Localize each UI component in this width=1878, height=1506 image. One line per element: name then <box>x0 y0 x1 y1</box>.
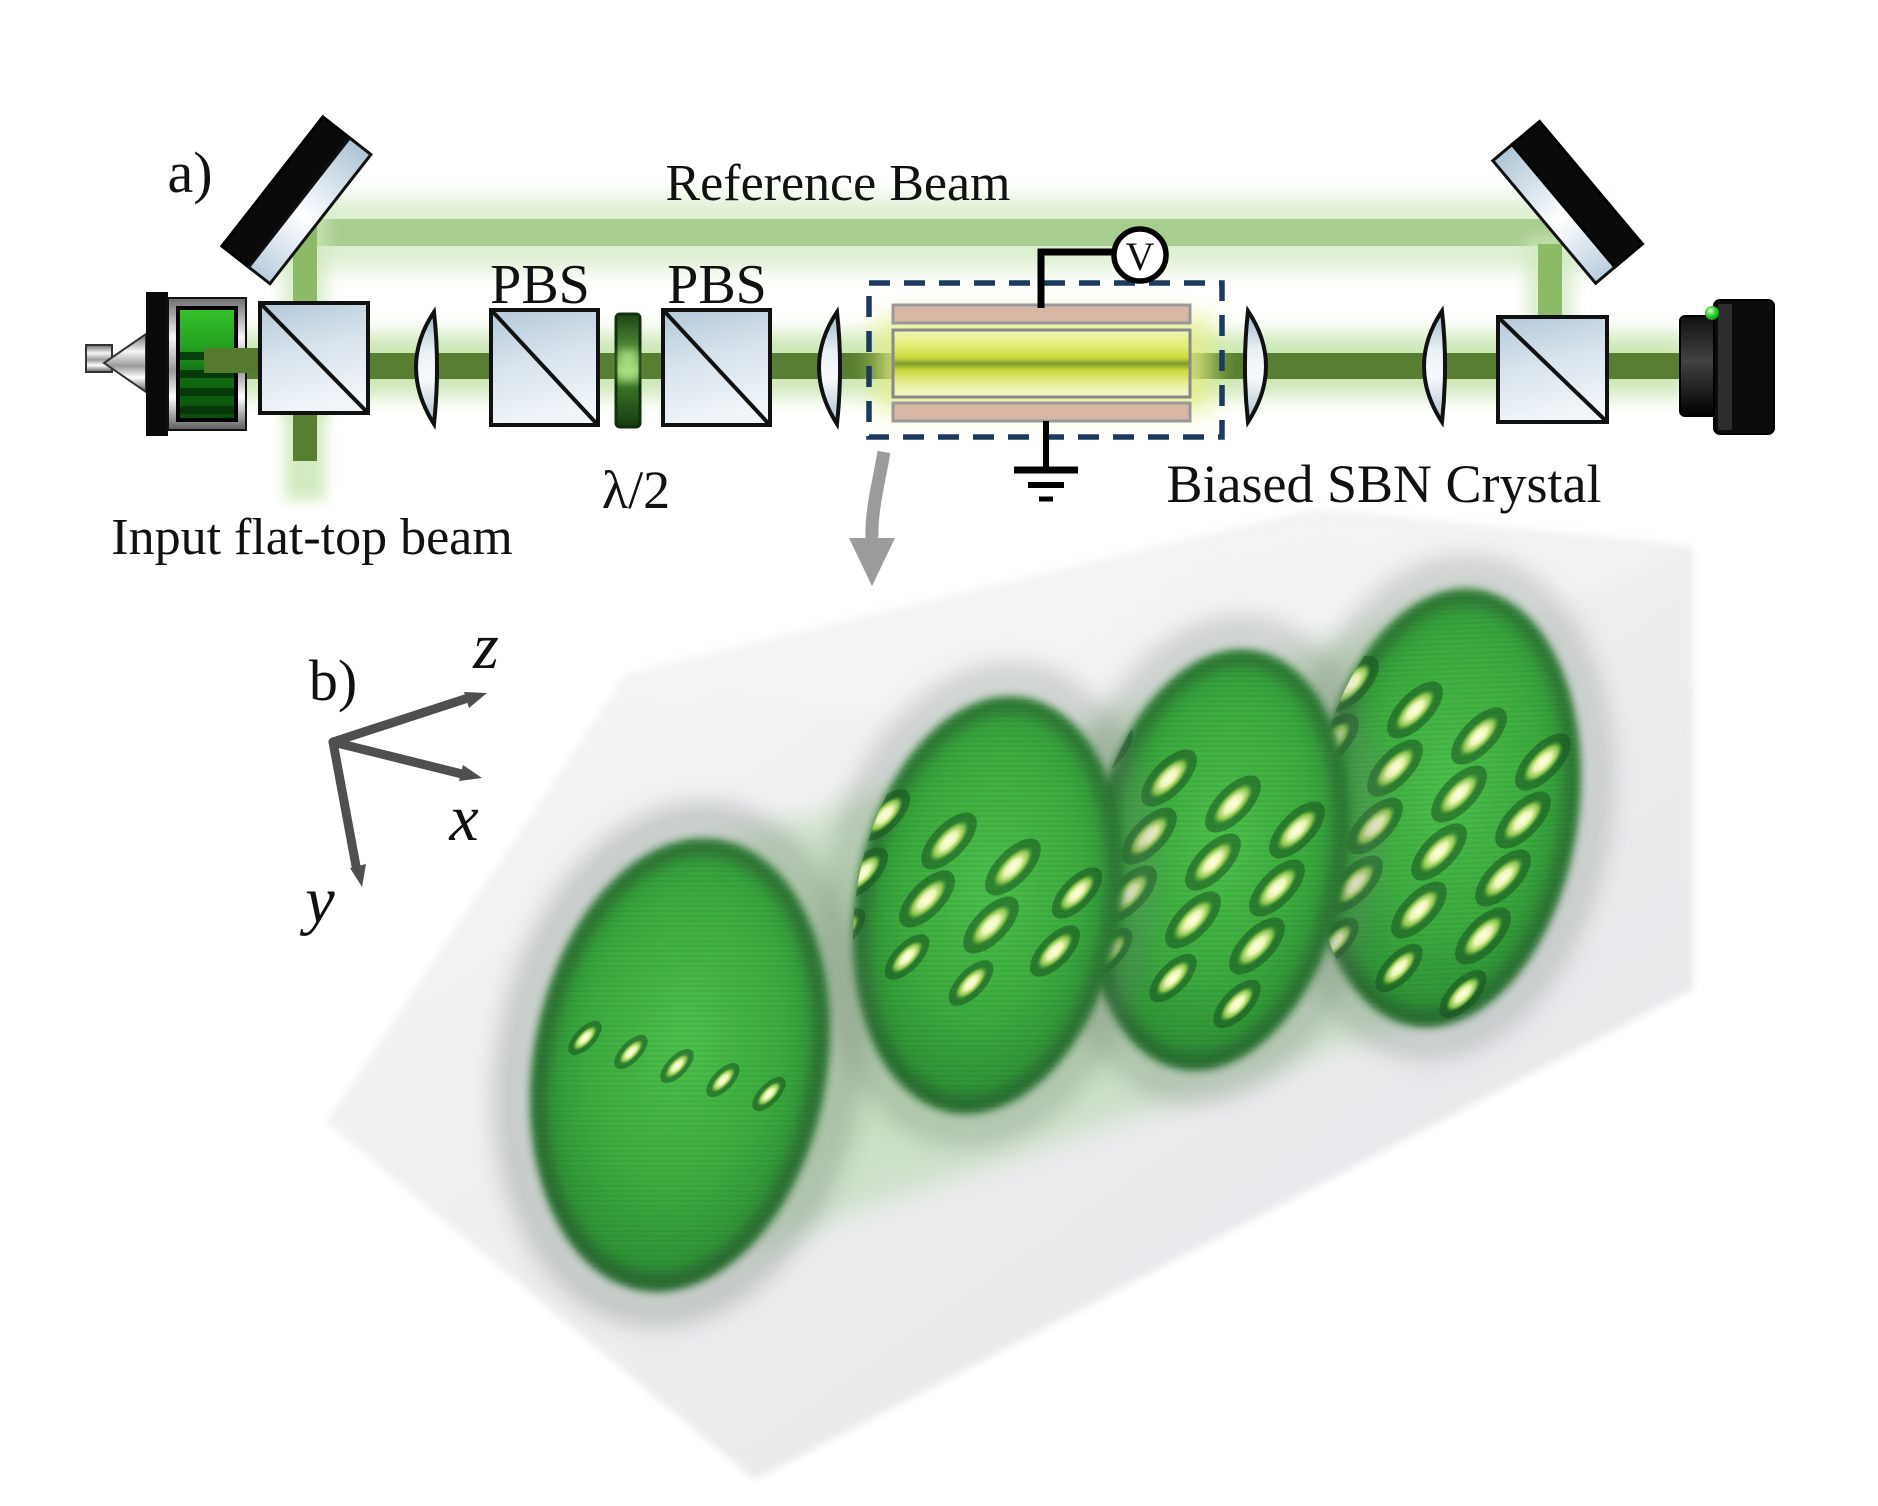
half-wave-plate-beam-spot <box>619 350 637 380</box>
beam-cross-section-3 <box>1055 620 1380 1100</box>
beam-cross-section-2 <box>821 666 1153 1144</box>
recombiner-cube <box>1496 315 1609 424</box>
reference-beam-label: Reference Beam <box>665 155 1010 212</box>
laser-source <box>85 292 262 436</box>
y-axis-label: y <box>299 864 335 937</box>
coordinate-axes <box>328 693 473 871</box>
x-axis-label: x <box>448 782 478 855</box>
crystal-zoom-arrow <box>849 450 895 586</box>
ground-symbol <box>1014 421 1078 502</box>
crystal-body <box>891 328 1192 399</box>
electrode-bottom <box>891 401 1192 423</box>
camera <box>1679 299 1775 435</box>
y-axis-arrow <box>328 737 361 871</box>
z-axis-label: z <box>472 610 499 683</box>
input-beam-label: Input flat-top beam <box>111 509 512 566</box>
reference-beam <box>270 198 1605 270</box>
axis-arrowheads <box>350 692 487 887</box>
pbs-cube-2 <box>661 308 772 427</box>
lens-1 <box>414 306 439 430</box>
sbn-crystal-assembly: V <box>866 226 1225 502</box>
z-axis-arrow <box>328 693 473 747</box>
pbs-label-1: PBS <box>490 254 590 316</box>
half-wave-plate-label: λ/2 <box>602 460 670 520</box>
panel-a-label: a) <box>167 140 212 205</box>
lens-4 <box>1422 305 1447 428</box>
voltage-wire <box>1037 248 1112 308</box>
panel-b-label: b) <box>309 648 357 713</box>
lens-3 <box>1243 305 1268 428</box>
laser-output-stub <box>204 348 262 373</box>
crystal-label: Biased SBN Crystal <box>1166 454 1601 514</box>
fold-mirror-right <box>1490 119 1645 286</box>
pbs-label-2: PBS <box>667 254 767 316</box>
beam-cross-section-1 <box>497 806 863 1324</box>
voltmeter-label: V <box>1126 234 1155 279</box>
camera-led <box>1705 306 1719 320</box>
lens-2 <box>817 306 842 430</box>
beamsplitter-cube-1 <box>258 301 370 415</box>
fold-mirror-left <box>219 114 374 286</box>
voltmeter-circle <box>1111 226 1169 284</box>
pbs-cube-1 <box>489 308 600 427</box>
x-axis-arrow <box>328 737 467 779</box>
